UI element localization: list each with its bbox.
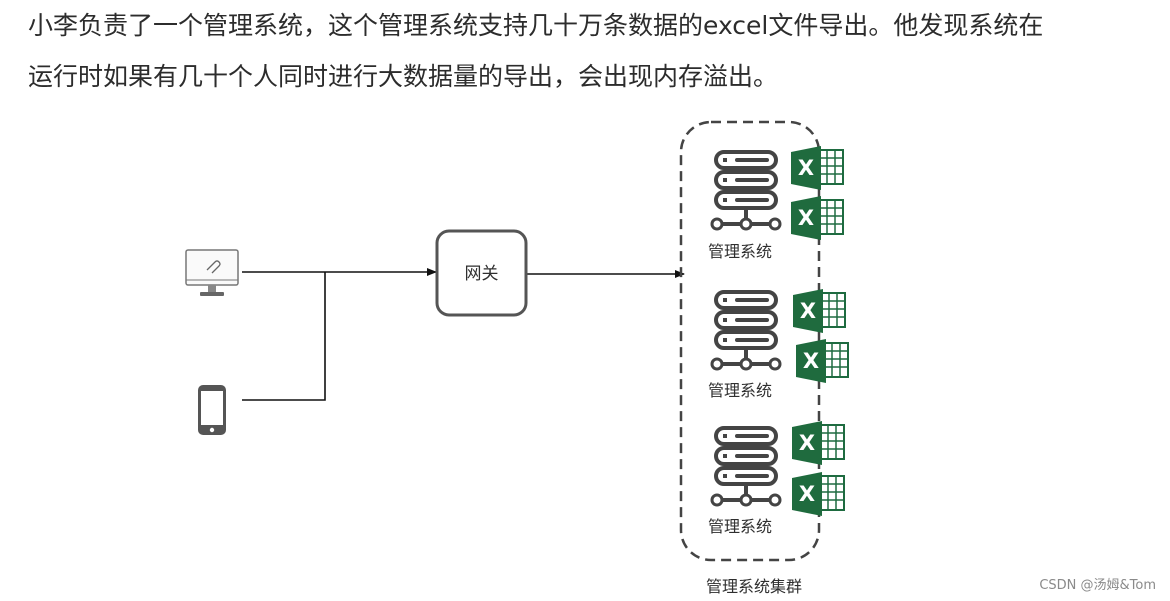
desktop-monitor-icon bbox=[185, 249, 239, 296]
excel-x-glyph: X bbox=[800, 299, 816, 323]
server-label: 管理系统 bbox=[708, 242, 772, 261]
server-icon bbox=[710, 150, 782, 231]
excel-x-glyph: X bbox=[803, 349, 819, 373]
gateway-label: 网关 bbox=[465, 264, 499, 284]
excel-x-glyph: X bbox=[799, 431, 815, 455]
gateway-node: 网关 bbox=[435, 229, 528, 317]
article-line-2: 运行时如果有几十个人同时进行大数据量的导出，会出现内存溢出。 bbox=[28, 62, 779, 91]
excel-x-glyph: X bbox=[798, 156, 814, 180]
server-group-2: 管理系统 X X bbox=[708, 288, 849, 400]
watermark: CSDN @汤姆&Tom bbox=[1039, 578, 1156, 593]
server-icon bbox=[710, 426, 782, 507]
server-icon bbox=[710, 290, 782, 371]
server-group-3: 管理系统 X X bbox=[708, 420, 845, 536]
mobile-phone-icon bbox=[198, 385, 226, 435]
connectors bbox=[242, 268, 685, 401]
article-text: 小李负责了一个管理系统，这个管理系统支持几十万条数据的excel文件导出。他发现… bbox=[28, 0, 1148, 102]
cluster-label: 管理系统集群 bbox=[706, 577, 802, 596]
article-line-1: 小李负责了一个管理系统，这个管理系统支持几十万条数据的excel文件导出。他发现… bbox=[28, 11, 1044, 40]
cluster-boundary bbox=[679, 120, 821, 562]
server-group-1: 管理系统 X X bbox=[708, 145, 844, 261]
server-label: 管理系统 bbox=[708, 381, 772, 400]
excel-x-glyph: X bbox=[799, 482, 815, 506]
mobile-to-gateway-line bbox=[242, 272, 326, 401]
server-label: 管理系统 bbox=[708, 517, 772, 536]
excel-x-glyph: X bbox=[798, 206, 814, 230]
